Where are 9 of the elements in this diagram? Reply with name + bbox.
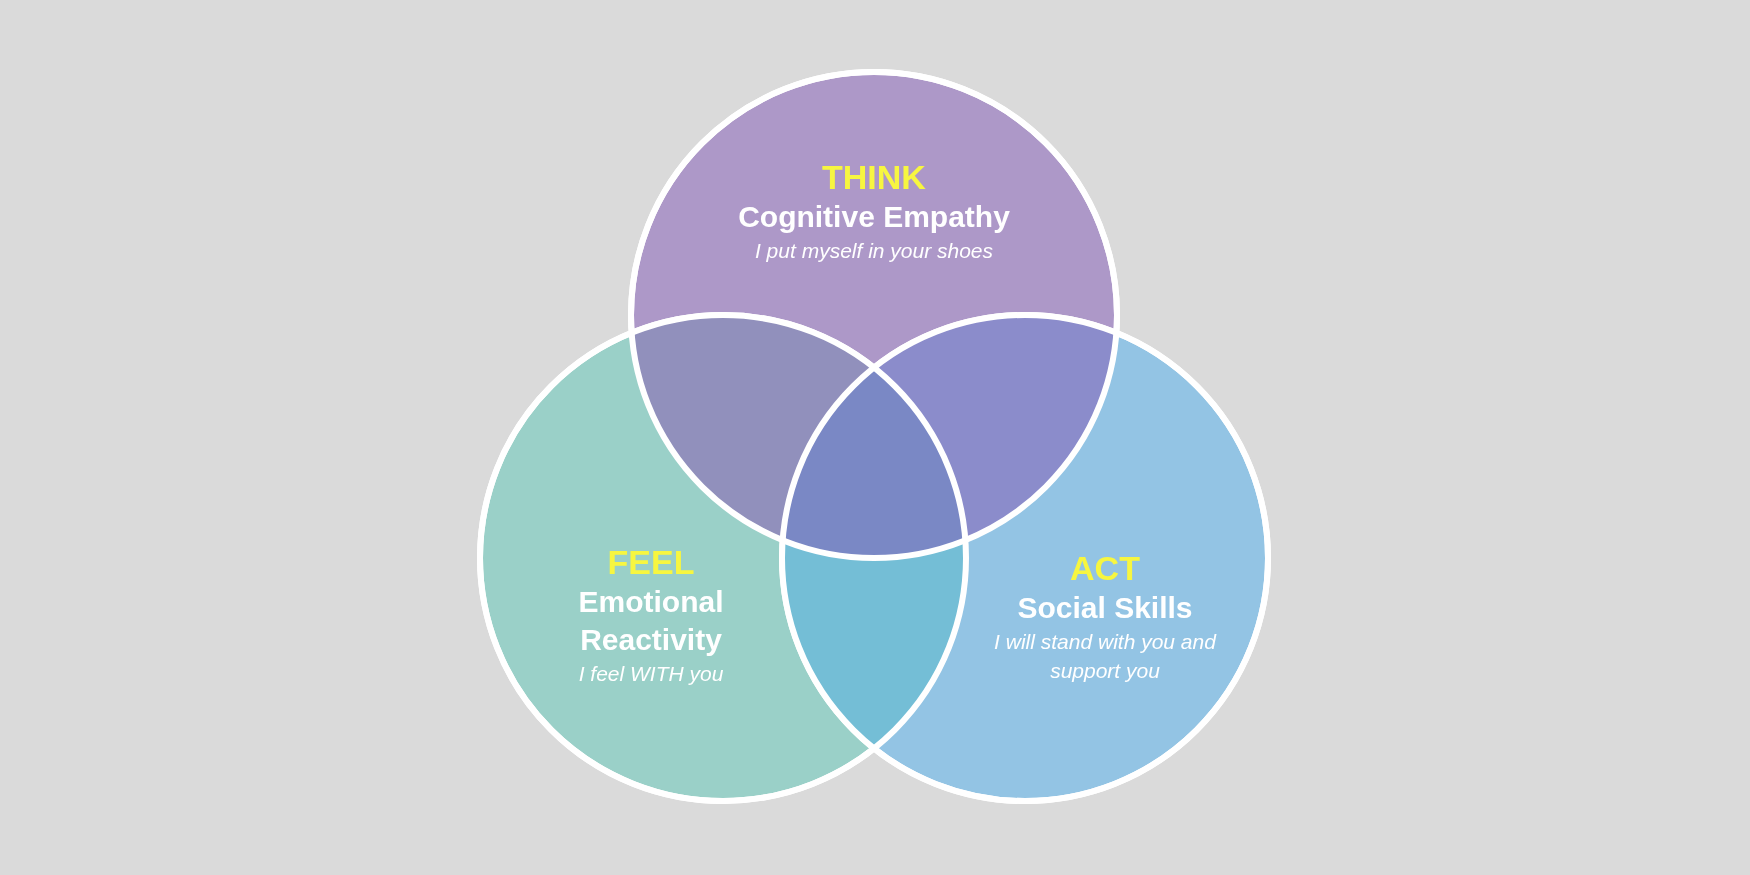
empathy-type-title: Cognitive Empathy (737, 199, 1011, 235)
description-text: I will stand with you and support you (993, 629, 1218, 684)
category-heading: ACT (1069, 548, 1141, 589)
empathy-type-title: Emotional Reactivity (577, 584, 725, 658)
description-text: I feel WITH you (577, 661, 725, 687)
category-heading: THINK (821, 157, 927, 198)
empathy-type-title: Social Skills (1016, 590, 1194, 626)
description-text: I put myself in your shoes (753, 238, 995, 264)
category-heading: FEEL (606, 542, 696, 583)
